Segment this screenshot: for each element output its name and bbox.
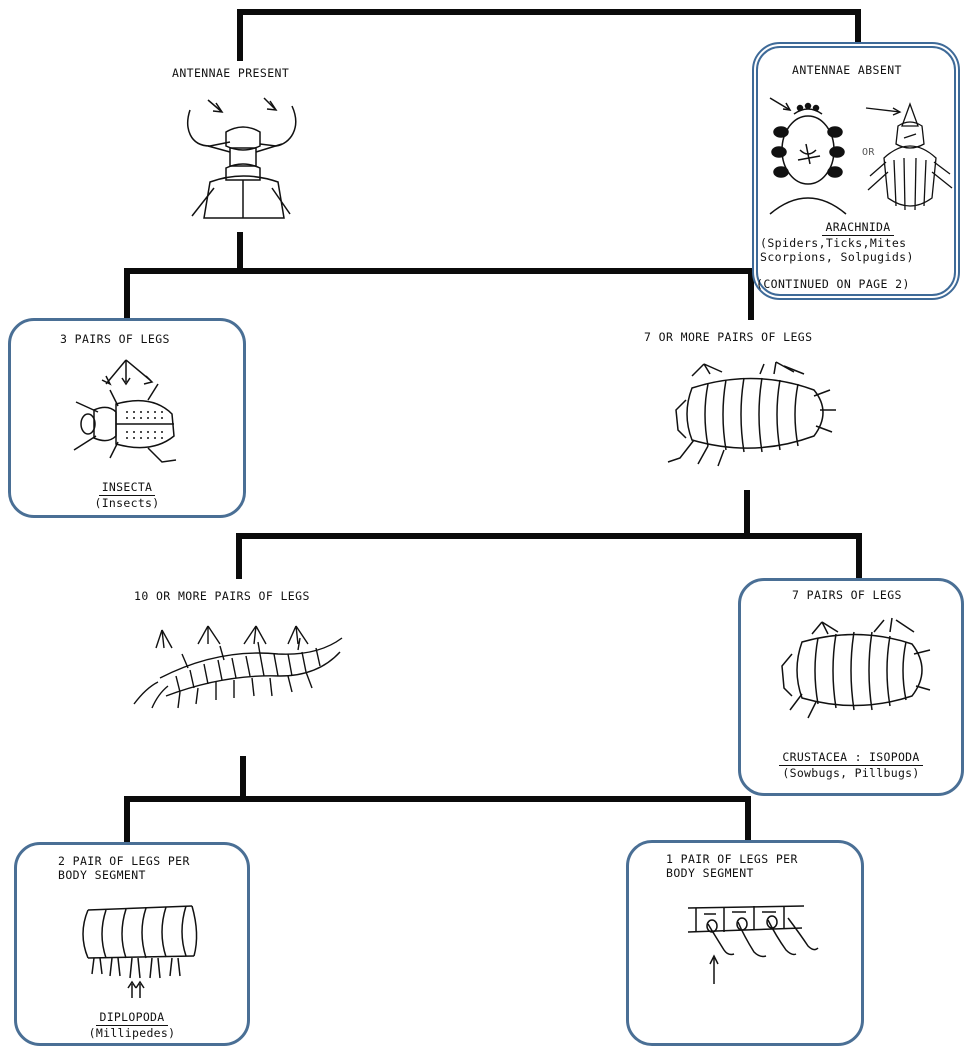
- antennae-absent-label: ANTENNAE ABSENT: [792, 63, 902, 77]
- diplopoda-name: DIPLOPODA: [96, 1010, 168, 1026]
- arachnida-taxon: ARACHNIDA: [758, 220, 958, 236]
- connector-level4-stem: [240, 756, 246, 802]
- connector-level4-left-drop: [124, 796, 130, 842]
- connector-level2-left-drop: [124, 268, 130, 320]
- insecta-common-name: (Insects): [94, 496, 160, 510]
- millipede-segments-icon: [74, 898, 206, 1002]
- connector-level3-bar: [236, 533, 862, 539]
- connector-level3-right-drop: [856, 533, 862, 579]
- centipede-icon: [128, 618, 350, 714]
- insecta-taxon: INSECTA (Insects): [20, 480, 234, 510]
- isopod-icon: [664, 360, 844, 470]
- tick-icon: [864, 98, 956, 218]
- connector-level4-bar: [124, 796, 751, 802]
- spider-icon: [764, 92, 860, 214]
- isopoda-taxon: CRUSTACEA : ISOPODA (Sowbugs, Pillbugs): [742, 750, 960, 780]
- two-pair-label: 2 PAIR OF LEGS PER BODY SEGMENT: [58, 854, 190, 882]
- connector-level3-stem: [744, 490, 750, 538]
- connector-top-right-drop: [855, 9, 861, 61]
- seven-pairs-label: 7 PAIRS OF LEGS: [792, 588, 902, 602]
- centipede-segments-icon: [684, 898, 824, 988]
- beetle-head-antennae-icon: [180, 88, 310, 222]
- three-pairs-label: 3 PAIRS OF LEGS: [60, 332, 170, 346]
- diplopoda-taxon: DIPLOPODA (Millipedes): [26, 1010, 238, 1040]
- arachnida-common-names: (Spiders,Ticks,Mites Scorpions, Solpugid…: [760, 236, 914, 264]
- connector-level4-right-drop: [745, 796, 751, 842]
- beetle-icon: [66, 354, 186, 474]
- arachnida-name: ARACHNIDA: [822, 220, 894, 236]
- diplopoda-common-name: (Millipedes): [88, 1026, 176, 1040]
- connector-top-bar: [237, 9, 861, 15]
- connector-level2-bar: [124, 268, 754, 274]
- seven-or-more-label: 7 OR MORE PAIRS OF LEGS: [644, 330, 813, 344]
- connector-level2-stem: [237, 232, 243, 274]
- isopod-box-icon: [772, 614, 942, 724]
- node-one-pair-per-segment: [626, 840, 864, 1046]
- continued-note: (CONTINUED ON PAGE 2): [756, 277, 910, 291]
- connector-top-left-drop: [237, 9, 243, 61]
- connector-level3-left-drop: [236, 533, 242, 579]
- connector-level2-right-drop: [748, 268, 754, 320]
- isopoda-common-names: (Sowbugs, Pillbugs): [782, 766, 920, 780]
- antennae-present-label: ANTENNAE PRESENT: [172, 66, 290, 80]
- isopoda-name: CRUSTACEA : ISOPODA: [779, 750, 923, 766]
- one-pair-label: 1 PAIR OF LEGS PER BODY SEGMENT: [666, 852, 798, 880]
- insecta-name: INSECTA: [98, 480, 156, 496]
- node-two-pair-per-segment: [14, 842, 250, 1046]
- ten-or-more-label: 10 OR MORE PAIRS OF LEGS: [134, 589, 310, 603]
- or-label: OR: [862, 147, 875, 158]
